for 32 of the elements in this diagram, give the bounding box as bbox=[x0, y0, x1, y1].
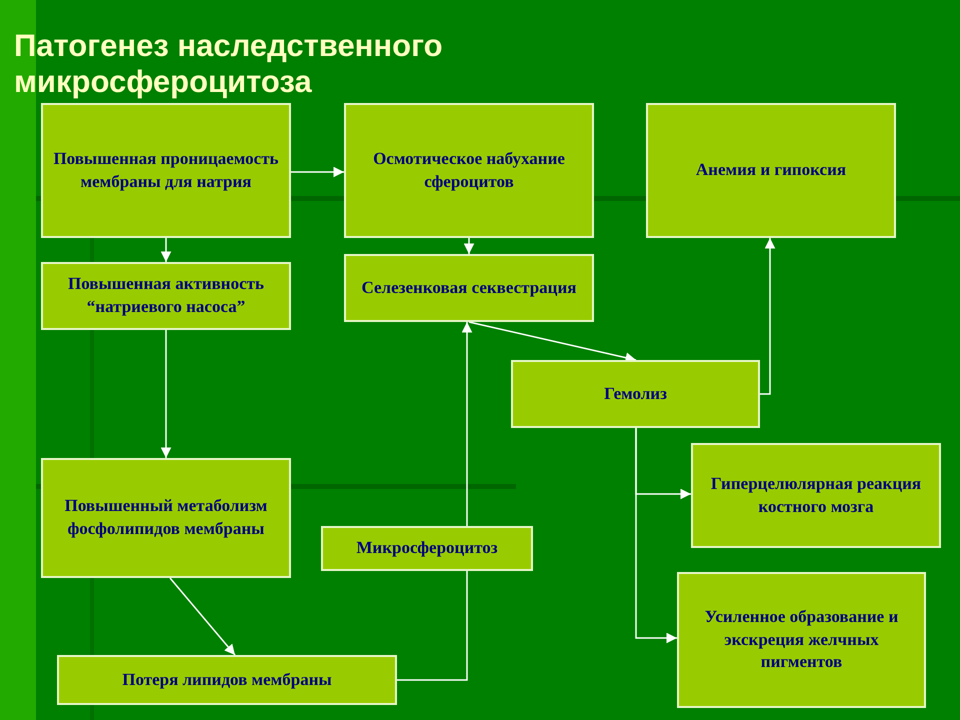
process-box bbox=[691, 443, 941, 548]
arrow bbox=[468, 321, 636, 363]
arrow bbox=[635, 428, 677, 644]
title: Патогенез наследственного микросфероцитоза bbox=[14, 28, 444, 100]
arrow bbox=[760, 238, 776, 395]
arrow bbox=[160, 238, 172, 262]
arrow bbox=[462, 322, 472, 526]
box-text: Осмотическое набухание сфероцитов bbox=[372, 148, 566, 193]
process-box bbox=[646, 103, 896, 238]
process-box bbox=[321, 526, 533, 571]
process-box bbox=[344, 103, 594, 238]
box-text: Повышенная активность “натриевого насоса” bbox=[67, 273, 265, 318]
arrow bbox=[169, 578, 236, 656]
arrow bbox=[464, 238, 474, 254]
process-box bbox=[511, 360, 760, 428]
process-box bbox=[41, 458, 291, 578]
box-text: Повышенная проницаемость мембраны для натрия bbox=[52, 148, 280, 193]
process-box bbox=[677, 572, 926, 708]
process-box bbox=[57, 655, 397, 705]
box-text: Гиперцелюлярная реакция костного мозга bbox=[710, 472, 922, 518]
arrow bbox=[291, 166, 344, 178]
box-text: Анемия и гипоксия bbox=[696, 159, 846, 182]
process-box bbox=[344, 254, 594, 322]
box-text: Гемолиз bbox=[604, 382, 667, 405]
box-text: Микросфероцитоз bbox=[356, 537, 498, 560]
box-text: Повышенный метаболизм фосфолипидов мембраны bbox=[64, 495, 268, 540]
arrow bbox=[160, 330, 172, 458]
box-text: Потеря липидов мембраны bbox=[122, 668, 332, 691]
process-box bbox=[41, 103, 291, 238]
process-box bbox=[41, 262, 291, 330]
box-text: Усиленное образование и экскреция желчных пигментов bbox=[704, 606, 900, 674]
box-text: Селезенковая секвестрация bbox=[362, 276, 576, 299]
